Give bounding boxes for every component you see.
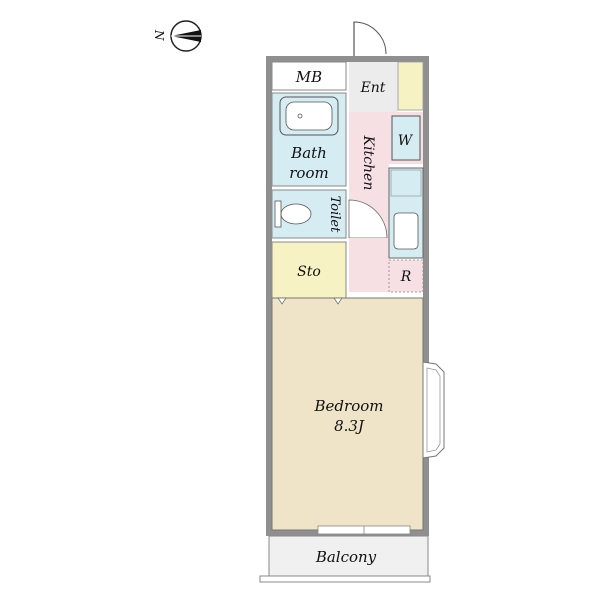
storage-label: Sto: [297, 264, 321, 280]
refrigerator-label: R: [400, 269, 412, 285]
north-label: N: [152, 29, 166, 41]
entrance-door: [353, 21, 387, 60]
bathtub-icon: [279, 96, 339, 136]
bedroom-area: [271, 297, 424, 531]
bedroom-label: Bedroom: [314, 397, 384, 415]
entrance-label: Ent: [360, 80, 386, 96]
washer-pan: [391, 115, 421, 161]
bay-window: [422, 361, 445, 459]
compass: N: [152, 20, 202, 52]
sink-icon: [393, 212, 419, 250]
balcony-area: [268, 535, 429, 579]
north-arrow-icon: [170, 20, 202, 52]
balcony-rail: [259, 575, 431, 583]
refrigerator-area: [388, 259, 424, 293]
entrance-area: [349, 62, 398, 112]
balcony-label: Balcony: [315, 548, 377, 566]
toilet-icon: [274, 200, 312, 228]
bathroom-label-line1: Bath: [290, 144, 327, 162]
mb-label: MB: [295, 68, 322, 86]
shoe-cabinet: [397, 61, 424, 111]
storage-area: [271, 241, 347, 299]
washer-label: W: [398, 133, 414, 149]
bedroom-size-label: 8.3J: [334, 417, 365, 435]
mb-area: [271, 61, 347, 91]
toilet-label: Toilet: [327, 196, 342, 233]
kitchen-label: Kitchen: [360, 135, 376, 191]
bathroom-label-line2: room: [289, 164, 328, 182]
